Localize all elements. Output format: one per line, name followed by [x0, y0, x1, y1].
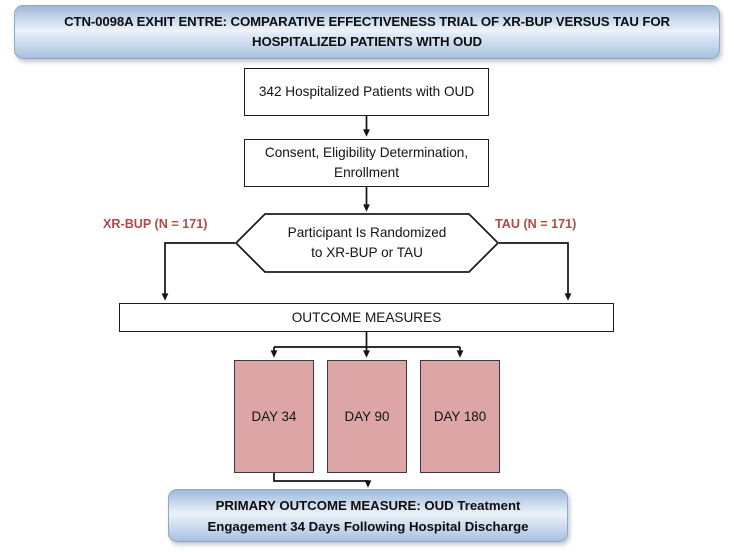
node-randomization-line2: to XR-BUP or TAU — [311, 245, 423, 260]
node-hospitalized-patients-label: 342 Hospitalized Patients with OUD — [258, 84, 475, 99]
timepoint-day-180-label: DAY 180 — [433, 409, 487, 424]
node-hospitalized-patients: 342 Hospitalized Patients with OUD — [244, 68, 489, 116]
node-randomization-line1: Participant Is Randomized — [287, 225, 447, 240]
connector-xrbup-arm — [161, 242, 235, 301]
node-primary-outcome: PRIMARY OUTCOME MEASURE: OUD Treatment E… — [168, 489, 568, 542]
timepoint-day-180: DAY 180 — [420, 360, 500, 473]
node-randomization: Participant Is Randomized to XR-BUP or T… — [235, 213, 499, 273]
timepoint-day-34: DAY 34 — [234, 360, 314, 473]
node-outcome-measures: OUTCOME MEASURES — [119, 303, 614, 332]
timepoint-day-90-label: DAY 90 — [344, 409, 390, 424]
node-consent-enrollment-label: Consent, Eligibility Determination, Enro… — [264, 145, 469, 180]
arm-label-tau: TAU (N = 171) — [495, 217, 577, 231]
figure-title: CTN-0098A EXHIT ENTRE: COMPARATIVE EFFEC… — [64, 14, 670, 49]
connector-day34-to-primary-outcome — [273, 473, 372, 488]
node-primary-outcome-label: PRIMARY OUTCOME MEASURE: OUD Treatment E… — [207, 497, 529, 534]
node-consent-enrollment: Consent, Eligibility Determination, Enro… — [244, 139, 489, 187]
connector-tau-arm — [499, 242, 572, 301]
node-outcome-measures-label: OUTCOME MEASURES — [291, 309, 442, 325]
figure-title-banner: CTN-0098A EXHIT ENTRE: COMPARATIVE EFFEC… — [14, 5, 720, 59]
timepoint-day-90: DAY 90 — [327, 360, 407, 473]
hexagon-shape — [235, 213, 499, 273]
arm-label-xrbup: XR-BUP (N = 171) — [103, 217, 208, 231]
timepoint-day-34-label: DAY 34 — [251, 409, 297, 424]
